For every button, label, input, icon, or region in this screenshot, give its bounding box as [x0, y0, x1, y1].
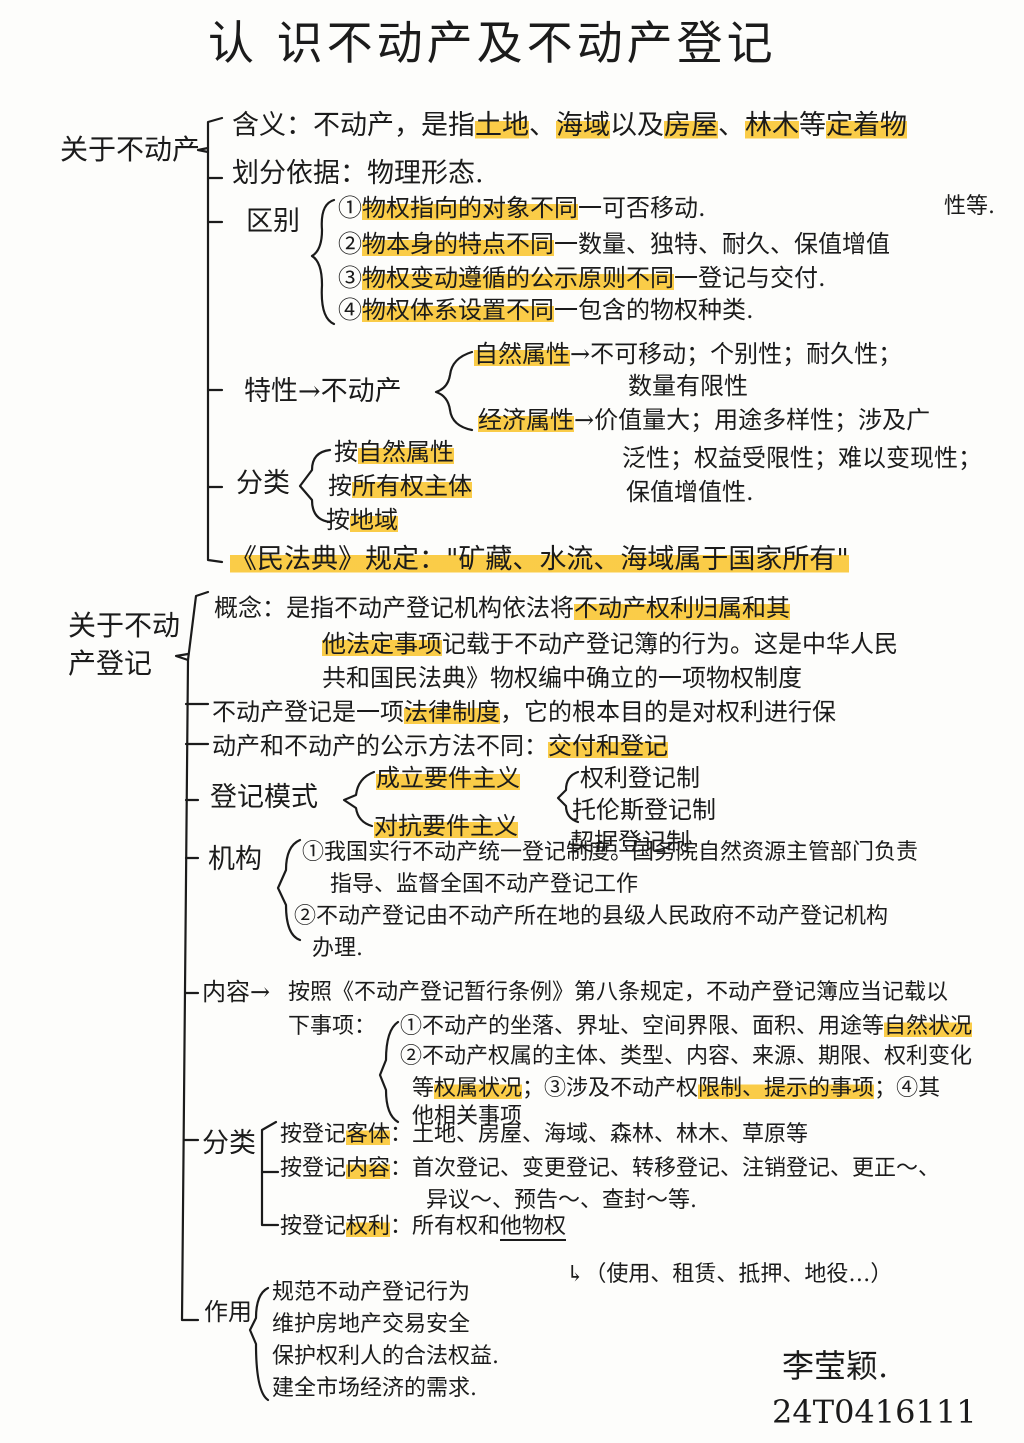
institution-label: 机构 [208, 844, 262, 875]
category-item-2: 按所有权主体 [328, 472, 472, 500]
function-label: 作用 [204, 1298, 252, 1326]
content-line-2: 下事项： [288, 1014, 377, 1039]
section-about-real-estate-label: 关于不动产 [60, 133, 201, 166]
category-item-1: 按自然属性 [334, 438, 454, 466]
registration-mode-label: 登记模式 [210, 782, 318, 813]
classification-basis: 划分依据：物理形态. [232, 158, 484, 189]
institution-line-3: ②不动产登记由不动产所在地的县级人民政府不动产登记机构 [294, 904, 889, 929]
margin-note: 性等. [944, 194, 995, 219]
difference-item-3: ③物权变动遵循的公示原则不同一登记与交付. [338, 264, 826, 292]
traits-label: 特性→不动产 [244, 376, 402, 407]
section-registration-label-2: 产登记 [68, 647, 153, 680]
difference-label: 区别 [246, 206, 300, 237]
mode-constitutive: 成立要件主义 [376, 764, 520, 792]
economic-attributes-cont2: 保值增值性. [626, 478, 754, 506]
economic-attributes-cont1: 泛性；权益受限性；难以变现性； [622, 444, 982, 472]
institution-line-2: 指导、监督全国不动产登记工作 [330, 872, 639, 897]
concept-line-3: 共和国民法典》物权编中确立的一项物权制度 [322, 664, 802, 692]
civil-code-provision: 《民法典》规定："矿藏、水流、海域属于国家所有" [230, 544, 849, 575]
mode-deed-registration: 契据登记制 [570, 828, 690, 856]
difference-item-1: ①物权指向的对象不同一可否移动. [338, 194, 706, 222]
category-item-3: 按地域 [326, 506, 398, 534]
other-rights-list: ↳（使用、租赁、抵押、地役…） [566, 1262, 893, 1287]
page-title: 认 识不动产及不动产登记 [208, 16, 777, 70]
category-by-content: 按登记内容：首次登记、变更登记、转移登记、注销登记、更正～、 [280, 1156, 941, 1181]
section-registration-label-1: 关于不动 [68, 609, 181, 642]
natural-attributes-cont: 数量有限性 [628, 372, 748, 400]
function-item-2: 维护房地产交易安全 [272, 1312, 471, 1337]
category-by-object: 按登记客体：土地、房屋、海域、森林、林木、草原等 [280, 1122, 809, 1147]
content-line-5: 等权属状况；③涉及不动产权限制、提示的事项；④其 [412, 1076, 941, 1101]
content-line-1: 按照《不动产登记暂行条例》第八条规定，不动产登记簿应当记载以 [288, 980, 949, 1005]
student-id: 24T0416111 [772, 1393, 977, 1431]
mode-torrens-registration: 托伦斯登记制 [572, 796, 716, 824]
economic-attributes: 经济属性→价值量大；用途多样性；涉及广 [478, 406, 931, 434]
mode-confrontation: 对抗要件主义 [374, 812, 518, 840]
legal-system-line: 不动产登记是一项法律制度，它的根本目的是对权利进行保 [212, 698, 836, 726]
concept-line-1: 概念：是指不动产登记机构依法将不动产权利归属和其 [214, 594, 790, 622]
category-by-right: 按登记权利：所有权和他物权 [280, 1214, 567, 1241]
mode-rights-registration: 权利登记制 [580, 764, 700, 792]
difference-item-2: ②物本身的特点不同一数量、独特、耐久、保值增值 [338, 230, 890, 258]
institution-line-4: 办理. [312, 936, 363, 961]
function-item-3: 保护权利人的合法权益. [272, 1344, 499, 1369]
publicity-line: 动产和不动产的公示方法不同：交付和登记 [212, 732, 668, 760]
natural-attributes: 自然属性→不可移动；个别性；耐久性； [474, 340, 903, 368]
content-label: 内容→ [202, 978, 271, 1006]
difference-item-4: ④物权体系设置不同一包含的物权种类. [338, 296, 754, 324]
registration-category-label: 分类 [202, 1128, 256, 1159]
category-label: 分类 [236, 468, 290, 499]
content-line-3: ①不动产的坐落、界址、空间界限、面积、用途等自然状况 [400, 1014, 973, 1039]
concept-line-2: 他法定事项记载于不动产登记簿的行为。这是中华人民 [322, 630, 898, 658]
function-item-4: 建全市场经济的需求. [272, 1376, 477, 1401]
content-line-4: ②不动产权属的主体、类型、内容、来源、期限、权利变化 [400, 1044, 973, 1069]
function-item-1: 规范不动产登记行为 [272, 1280, 471, 1305]
category-by-content-cont: 异议～、预告～、查封～等. [426, 1188, 697, 1213]
author-name: 李莹颖. [782, 1347, 889, 1385]
institution-line-1: ①我国实行不动产统一登记制度。国务院自然资源主管部门负责 [302, 840, 919, 865]
content-line-6: 他相关事项 [412, 1104, 523, 1129]
definition-line: 含义：不动产，是指土地、海域以及房屋、林木等定着物 [232, 110, 907, 141]
